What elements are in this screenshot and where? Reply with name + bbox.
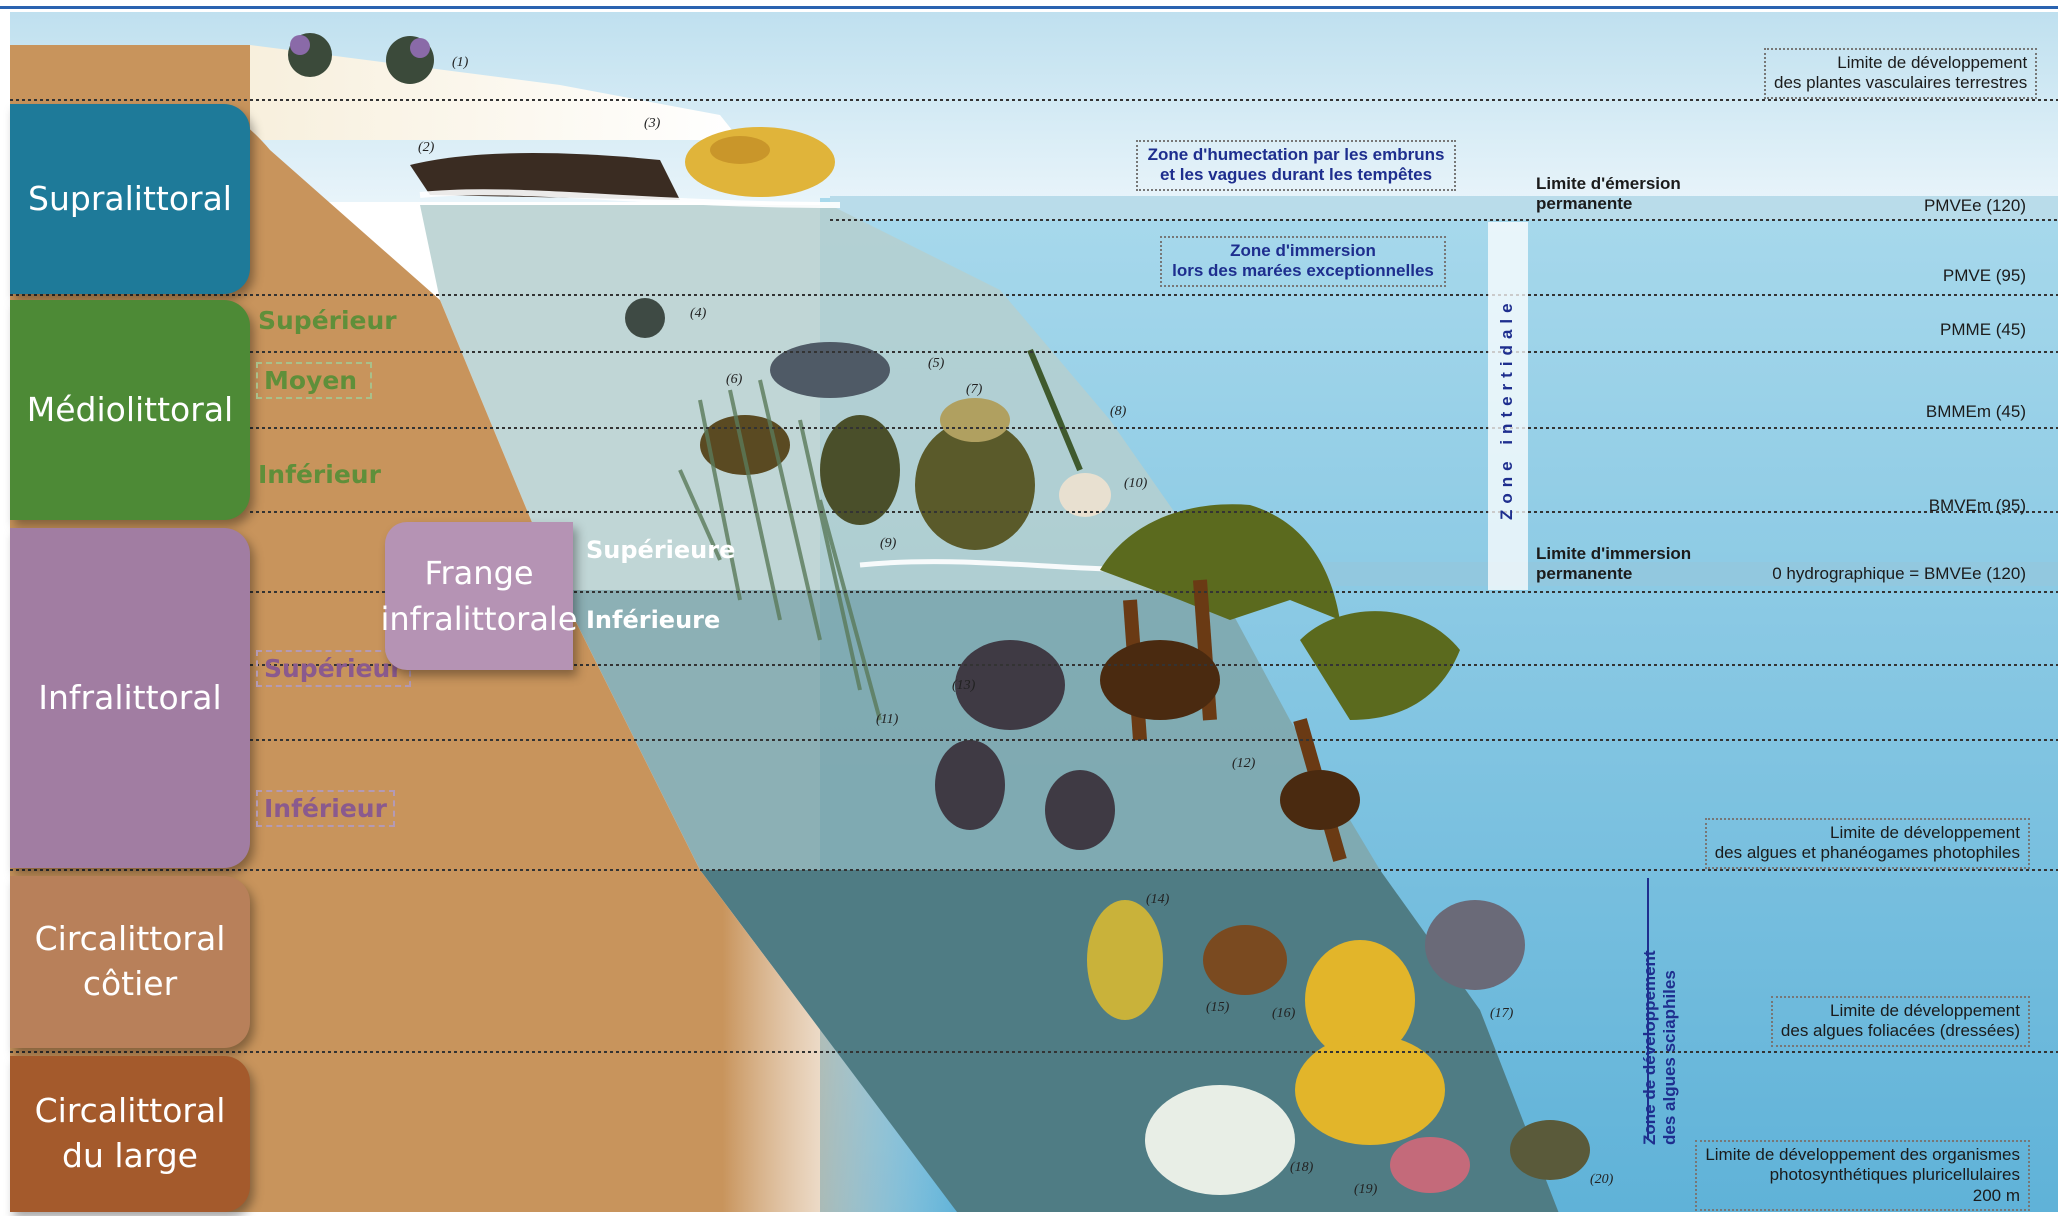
- emersion-line2: permanente: [1536, 194, 1681, 214]
- level-bmvem: BMVEm (95): [1929, 496, 2026, 516]
- species-number: (11): [876, 712, 898, 728]
- frange-line2: infralittorale: [381, 596, 578, 642]
- species-number: (9): [880, 536, 896, 552]
- sciaphiles-label: Zone de développement des algues sciaphi…: [1640, 950, 1681, 1145]
- zone-supralittoral: Supralittoral: [10, 104, 250, 294]
- frange-infralittorale: Frange infralittorale: [385, 522, 573, 670]
- zone-mediolittoral: Médiolittoral: [10, 300, 250, 520]
- zone-circalittoral-large: Circalittoral du large: [10, 1056, 250, 1212]
- species-number: (1): [452, 55, 468, 71]
- zone-circalittoral-cotier: Circalittoral côtier: [10, 876, 250, 1048]
- algues-photo-line2: des algues et phanéogames photophiles: [1715, 843, 2020, 863]
- immersion-exc-line2: lors des marées exceptionnelles: [1170, 261, 1436, 281]
- level-pmme: PMME (45): [1940, 320, 2026, 340]
- zone-circa-large-line2: du large: [62, 1134, 198, 1179]
- limite-algues-foliacees-label: Limite de développement des algues folia…: [1771, 996, 2030, 1047]
- species-number: (18): [1290, 1160, 1313, 1176]
- frange-inferieure: Inférieure: [586, 606, 720, 634]
- immersion-exc-line1: Zone d'immersion: [1170, 241, 1436, 261]
- frange-line1: Frange: [424, 550, 533, 596]
- top-rule: [0, 6, 2058, 9]
- limite-immersion-label: Limite d'immersion permanente: [1536, 544, 1691, 585]
- emersion-line1: Limite d'émersion: [1536, 174, 1681, 194]
- species-number: (6): [726, 372, 742, 388]
- frange-superieure: Supérieure: [586, 536, 735, 564]
- algues-fol-line1: Limite de développement: [1781, 1001, 2020, 1021]
- limite-algues-photophiles-label: Limite de développement des algues et ph…: [1705, 818, 2030, 869]
- orga-line2: photosynthétiques pluricellulaires: [1705, 1165, 2020, 1185]
- orga-line3: 200 m: [1705, 1186, 2020, 1206]
- species-number: (15): [1206, 1000, 1229, 1016]
- limite-plantes-label: Limite de développement des plantes vasc…: [1764, 48, 2037, 99]
- humectation-line1: Zone d'humectation par les embruns: [1146, 145, 1446, 165]
- zone-intertidale-label: Zone intertidale: [1497, 297, 1517, 520]
- species-number: (7): [966, 382, 982, 398]
- species-number: (12): [1232, 756, 1255, 772]
- zone-supralittoral-label: Supralittoral: [28, 177, 232, 222]
- plantes-line2: des plantes vasculaires terrestres: [1774, 73, 2027, 93]
- species-number: (17): [1490, 1006, 1513, 1022]
- zone-circa-cotier-line1: Circalittoral: [35, 917, 226, 962]
- level-pmvee: PMVEe (120): [1924, 196, 2026, 216]
- species-number: (10): [1124, 476, 1147, 492]
- medio-inferieur: Inférieur: [258, 460, 381, 489]
- species-number: (20): [1590, 1172, 1613, 1188]
- species-number: (13): [952, 678, 975, 694]
- species-number: (14): [1146, 892, 1169, 908]
- limite-organismes-label: Limite de développement des organismes p…: [1695, 1140, 2030, 1211]
- infra-inferieur: Inférieur: [256, 790, 395, 827]
- immersion-line2: permanente: [1536, 564, 1691, 584]
- immersion-exceptionnelle-label: Zone d'immersion lors des marées excepti…: [1160, 236, 1446, 287]
- algues-fol-line2: des algues foliacées (dressées): [1781, 1021, 2020, 1041]
- limite-emersion-label: Limite d'émersion permanente: [1536, 174, 1681, 215]
- level-pmve: PMVE (95): [1943, 266, 2026, 286]
- humectation-line2: et les vagues durant les tempêtes: [1146, 165, 1446, 185]
- medio-moyen: Moyen: [256, 362, 372, 399]
- medio-superieur: Supérieur: [258, 306, 397, 335]
- species-number: (8): [1110, 404, 1126, 420]
- zone-mediolittoral-label: Médiolittoral: [27, 388, 233, 433]
- species-number: (3): [644, 116, 660, 132]
- zone-infralittoral: Infralittoral: [10, 528, 250, 868]
- sciaphiles-line2: des algues sciaphiles: [1660, 950, 1680, 1145]
- level-bmmem: BMMEm (45): [1926, 402, 2026, 422]
- plantes-line1: Limite de développement: [1774, 53, 2027, 73]
- immersion-line1: Limite d'immersion: [1536, 544, 1691, 564]
- humectation-label: Zone d'humectation par les embruns et le…: [1136, 140, 1456, 191]
- species-number: (2): [418, 140, 434, 156]
- species-number: (5): [928, 356, 944, 372]
- species-number: (19): [1354, 1182, 1377, 1198]
- zone-circa-cotier-line2: côtier: [83, 962, 177, 1007]
- species-number: (4): [690, 306, 706, 322]
- sciaphiles-line1: Zone de développement: [1640, 950, 1660, 1145]
- algues-photo-line1: Limite de développement: [1715, 823, 2020, 843]
- species-number: (16): [1272, 1006, 1295, 1022]
- sea-surface-band: [830, 196, 2058, 220]
- zone-infralittoral-label: Infralittoral: [38, 676, 221, 721]
- orga-line1: Limite de développement des organismes: [1705, 1145, 2020, 1165]
- level-zero-hydro: 0 hydrographique = BMVEe (120): [1772, 564, 2026, 584]
- zone-circa-large-line1: Circalittoral: [35, 1089, 226, 1134]
- lichen-rock: [685, 127, 835, 197]
